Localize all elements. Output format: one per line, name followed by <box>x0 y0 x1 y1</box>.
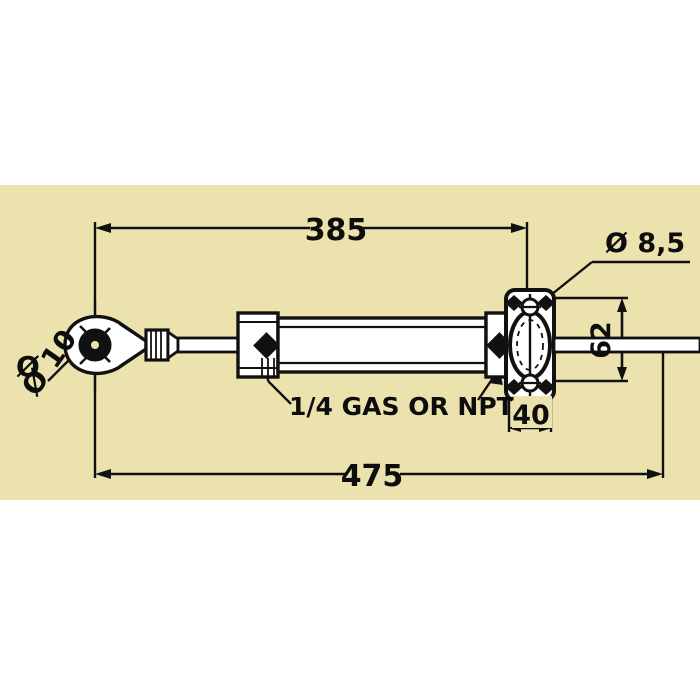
rear-shaft <box>552 336 700 354</box>
rod-eye-neck-upper <box>119 322 147 343</box>
label-backing-475 <box>345 456 400 490</box>
piston-rod <box>176 336 240 354</box>
dimension-label-diameter-sign-eye: Ø <box>16 350 40 383</box>
dimension-label-385: 385 <box>305 213 368 248</box>
rear-shaft-body <box>552 336 700 354</box>
rod-eye-bore-highlight <box>91 341 99 349</box>
rod-eye-spoke-lower-right <box>102 354 111 363</box>
flange-hole-bottom-left <box>505 379 523 395</box>
arrowhead-385-left <box>95 223 111 233</box>
dimension-label-40: 40 <box>512 400 550 431</box>
flange-hole-bottom-right <box>537 379 555 395</box>
arrowhead-475-left <box>95 469 111 479</box>
front-cap-port-boss <box>253 332 280 359</box>
arrowhead-475-right <box>647 469 663 479</box>
piston-rod-shaft <box>176 336 240 354</box>
leader-line-port-diagonal <box>267 380 292 405</box>
dimension-label-diameter-8-5: Ø 8,5 <box>605 228 685 259</box>
flange-hole-top-right <box>537 295 555 311</box>
arrowhead-62-top <box>617 298 627 312</box>
label-backing-40 <box>512 396 552 428</box>
rod-eye-spoke-lower-left <box>79 355 89 365</box>
arrowhead-385-right <box>511 223 527 233</box>
rod-eye-spoke-upper-right <box>102 327 111 336</box>
annotation-label-port-thread: 1/4 GAS OR NPT <box>289 392 514 421</box>
rod-eye-spoke-upper-left <box>79 325 89 335</box>
flange-hole-top-left <box>505 295 523 311</box>
dimension-label-62: 62 <box>586 321 617 359</box>
rear-flange-mount <box>504 288 556 402</box>
rod-lock-nut <box>144 328 180 362</box>
cylinder-barrel <box>276 316 488 374</box>
lock-nut-body <box>144 328 170 362</box>
arrowhead-62-bottom <box>617 367 627 381</box>
front-end-cap <box>236 311 280 379</box>
dimension-label-475: 475 <box>341 459 404 494</box>
label-backing-385 <box>310 210 362 244</box>
rod-eye-neck-lower <box>119 347 147 368</box>
